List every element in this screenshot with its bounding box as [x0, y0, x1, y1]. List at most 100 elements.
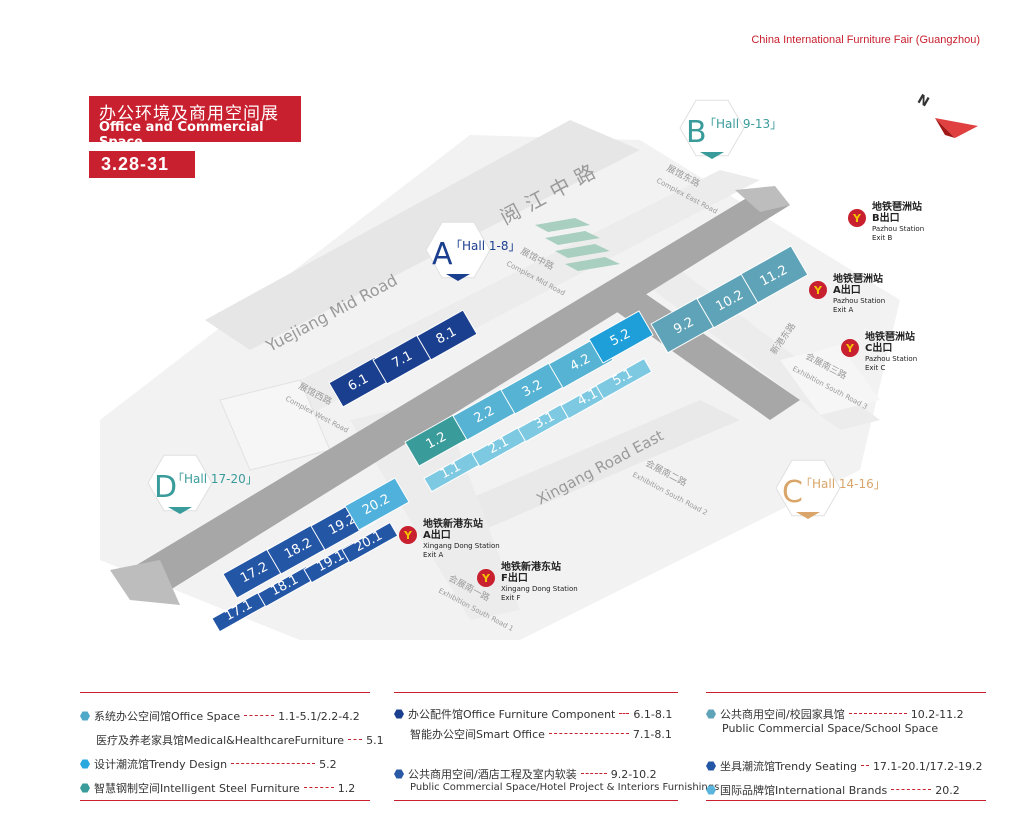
hall-block[interactable] [344, 477, 410, 531]
hall-marker-b[interactable]: B「Hall 9-13」 [679, 99, 782, 159]
hexagon-icon [706, 709, 716, 719]
hexagon-badge [147, 454, 213, 512]
hexagon-badge [775, 459, 841, 517]
decorative-buildings [535, 218, 620, 271]
hall-5.2[interactable]: 5.2 [588, 310, 654, 364]
station-text: Pazhou Station [865, 355, 917, 363]
hexagon-icon [80, 783, 90, 793]
station-text: A出口 [423, 528, 451, 541]
hall-letter: D [154, 470, 177, 505]
walkway-ramp [600, 290, 800, 420]
walkway-end [735, 186, 790, 212]
compass-label: N [915, 92, 932, 110]
station-text: F出口 [501, 571, 528, 584]
venue-map: 6.17.18.11.22.23.24.25.21.12.13.14.15.19… [100, 92, 978, 640]
hall-block[interactable] [341, 521, 399, 564]
station-text: 地铁新港东站 [501, 560, 561, 573]
walkway-start [110, 560, 180, 605]
hall-marker-a[interactable]: A「Hall 1-8」 [425, 221, 520, 281]
metro-logo-glyph: Y [481, 572, 491, 585]
hall-3.1[interactable]: 3.1 [517, 400, 575, 443]
hexagon-badge [679, 99, 745, 157]
station-text: Exit F [501, 594, 521, 602]
hall-letter: C [782, 475, 803, 510]
hall-block[interactable] [740, 245, 809, 304]
hall-20.2[interactable]: 20.2 [344, 477, 410, 531]
hall-letter: B [686, 115, 707, 150]
hexagon-badge [425, 221, 491, 279]
hall-2.1[interactable]: 2.1 [471, 425, 529, 468]
hall-range-label: 「Hall 1-8」 [450, 239, 520, 253]
hall-range-label: 「Hall 14-16」 [800, 477, 886, 491]
metro-logo-glyph: Y [845, 342, 855, 355]
station-text: Pazhou Station [833, 297, 885, 305]
elevated-walkway [120, 190, 790, 590]
hall-block[interactable] [595, 357, 653, 400]
compass: N [915, 92, 978, 138]
hall-range-label: 「Hall 17-20」 [172, 472, 258, 486]
title-banner: 办公环境及商用空间展 Office and Commercial Space [89, 96, 301, 150]
station-text: Exit A [423, 551, 443, 559]
legend-public-school-en: Public Commercial Space/School Space [722, 722, 939, 735]
metro-logo-glyph: Y [813, 284, 823, 297]
hexagon-icon [80, 711, 90, 721]
hexagon-icon [706, 761, 716, 771]
pointer-triangle [796, 512, 820, 519]
metro-icon [399, 526, 417, 544]
station-text: Xingang Dong Station [501, 585, 578, 593]
station-text: Exit C [865, 364, 885, 372]
banner-title-cn: 办公环境及商用空间展 [99, 104, 279, 124]
hall-letter: A [432, 237, 453, 272]
pointer-triangle [446, 274, 470, 281]
hall-3.2[interactable]: 3.2 [500, 361, 566, 415]
hall-8.1[interactable]: 8.1 [416, 309, 478, 361]
hall-5.1[interactable]: 5.1 [595, 357, 653, 400]
hall-11.2[interactable]: 11.2 [740, 245, 809, 304]
hall-9.2[interactable]: 9.2 [650, 295, 719, 354]
metro-logo-glyph: Y [403, 529, 413, 542]
station-text: 地铁新港东站 [423, 517, 483, 530]
station-text: A出口 [833, 283, 861, 296]
legend-public-hotel-en: Public Commercial Space/Hotel Project & … [410, 782, 720, 793]
hall-marker-d[interactable]: D「Hall 17-20」 [147, 454, 258, 514]
station-text: 地铁琶洲站 [833, 272, 883, 285]
hall-block[interactable] [588, 310, 654, 364]
pointer-triangle [168, 507, 192, 514]
banner-title-en: Office and Commercial Space [99, 120, 264, 150]
station-text: Exit A [833, 306, 853, 314]
metro-logo-glyph: Y [852, 212, 862, 225]
hexagon-icon [80, 759, 90, 769]
pointer-triangle [700, 152, 724, 159]
hexagon-icon [394, 709, 404, 719]
fair-name: China International Furniture Fair (Guan… [751, 34, 980, 46]
metro-icon [841, 339, 859, 357]
fair-dates: 3.28-31 [89, 151, 195, 178]
station-text: Pazhou Station [872, 225, 924, 233]
station-text: 地铁琶洲站 [865, 330, 915, 343]
hall-block[interactable] [416, 309, 478, 361]
metro-icon [477, 569, 495, 587]
station-text: Xingang Dong Station [423, 542, 500, 550]
station-text: Exit B [872, 234, 892, 242]
hall-18.2[interactable]: 18.2 [266, 521, 332, 575]
hall-marker-c[interactable]: C「Hall 14-16」 [775, 459, 886, 519]
hall-7.1[interactable]: 7.1 [372, 333, 434, 385]
hall-range-label: 「Hall 9-13」 [704, 117, 782, 131]
hexagon-icon [706, 785, 716, 795]
station-text: B出口 [872, 211, 900, 224]
